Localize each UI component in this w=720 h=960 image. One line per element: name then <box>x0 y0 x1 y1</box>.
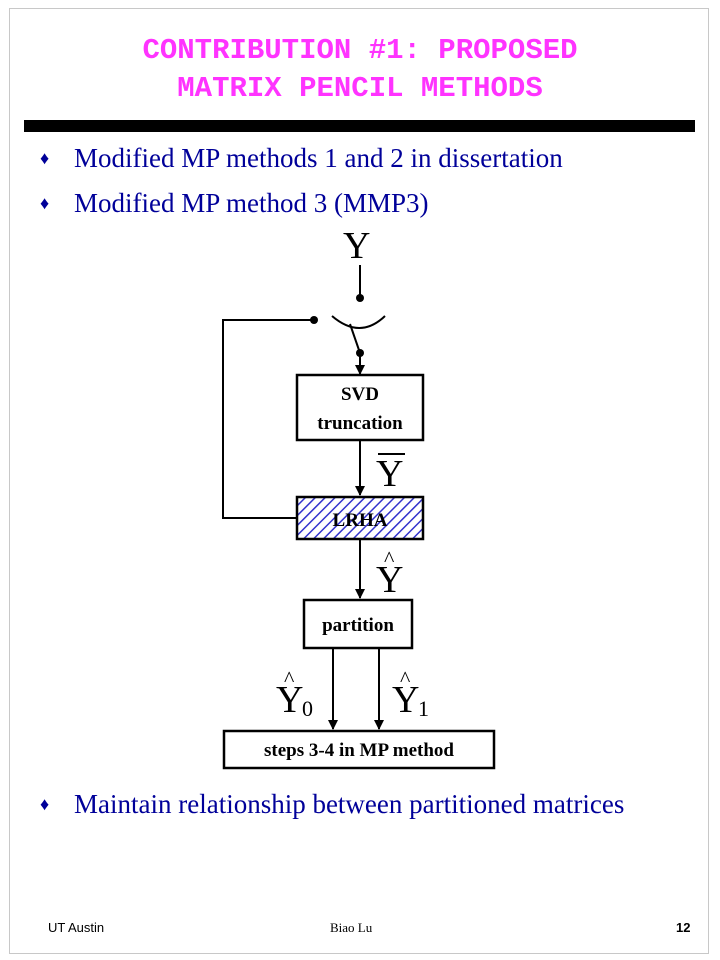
input-y-symbol: Y <box>343 225 370 267</box>
bullet-item-2: ♦ Modified MP method 3 (MMP3) <box>40 185 680 221</box>
footer-affiliation: UT Austin <box>48 920 105 935</box>
y1-hat-mark: ^ <box>400 666 411 691</box>
bullet-text-2: Modified MP method 3 (MMP3) <box>74 188 429 218</box>
title-line-1: CONTRIBUTION #1: PROPOSED <box>142 34 578 67</box>
switch-contact-top <box>356 294 364 302</box>
diamond-bullet-icon: ♦ <box>40 148 50 168</box>
feedback-loop-line <box>222 319 314 519</box>
diamond-bullet-icon: ♦ <box>40 193 50 213</box>
y1-subscript: 1 <box>418 696 429 721</box>
title-line-2: MATRIX PENCIL METHODS <box>177 72 543 105</box>
svd-label-line-1: SVD <box>341 384 379 405</box>
title-divider <box>24 120 695 132</box>
y0-hat-mark: ^ <box>284 666 295 691</box>
switch-blade <box>349 323 361 354</box>
footer-author: Biao Lu <box>330 920 373 935</box>
lrha-label: LRHA <box>333 510 388 531</box>
partition-box <box>302 598 414 650</box>
footer-page-number: 12 <box>676 920 691 935</box>
yhat-hat-mark: ^ <box>384 546 395 571</box>
yhat-symbol: Y <box>376 559 403 601</box>
switch-arc <box>331 315 386 329</box>
ybar-symbol: Y <box>376 453 403 495</box>
steps-label: steps 3-4 in MP method <box>264 740 454 761</box>
lrha-box <box>295 495 425 541</box>
steps-box <box>222 729 496 770</box>
slide-frame <box>9 8 709 954</box>
slide-title: CONTRIBUTION #1: PROPOSED MATRIX PENCIL … <box>20 32 700 108</box>
y1-symbol: Y <box>392 679 419 721</box>
diamond-bullet-icon: ♦ <box>40 794 50 814</box>
partition-label: partition <box>322 615 394 636</box>
svd-label-line-2: truncation <box>317 413 403 434</box>
bullet-text-3: Maintain relationship between partitione… <box>74 789 625 819</box>
bullet-item-1: ♦ Modified MP methods 1 and 2 in dissert… <box>40 140 680 176</box>
y0-symbol: Y <box>276 679 303 721</box>
y0-subscript: 0 <box>302 696 313 721</box>
bullet-item-3: ♦ Maintain relationship between partitio… <box>40 786 640 822</box>
bullet-text-1: Modified MP methods 1 and 2 in dissertat… <box>74 143 563 173</box>
